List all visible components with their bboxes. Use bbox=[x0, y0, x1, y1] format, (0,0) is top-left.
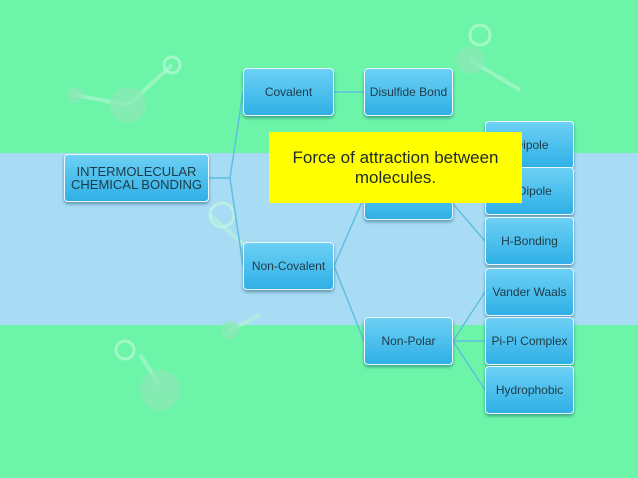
root-node-label: INTERMOLECULAR CHEMICAL BONDING bbox=[71, 164, 202, 192]
node-h-bonding-label: H-Bonding bbox=[501, 233, 558, 248]
tooltip-text: Force of attraction between molecules. bbox=[292, 147, 499, 187]
node-vander-waals[interactable]: Vander Waals bbox=[485, 268, 574, 316]
node-hydrophobic[interactable]: Hydrophobic bbox=[485, 366, 574, 414]
node-covalent[interactable]: Covalent bbox=[243, 68, 334, 116]
root-node-intermolecular-bonding[interactable]: INTERMOLECULAR CHEMICAL BONDING bbox=[64, 154, 209, 202]
node-vander-waals-label: Vander Waals bbox=[492, 284, 567, 299]
definition-tooltip: Force of attraction between molecules. bbox=[269, 132, 522, 203]
node-non-polar[interactable]: Non-Polar bbox=[364, 317, 453, 365]
node-disulfide-bond[interactable]: Disulfide Bond bbox=[364, 68, 453, 116]
node-pi-pi-complex-label: Pi-Pi Complex bbox=[491, 333, 568, 348]
node-non-polar-label: Non-Polar bbox=[381, 333, 436, 348]
node-non-covalent[interactable]: Non-Covalent bbox=[243, 242, 334, 290]
node-hydrophobic-label: Hydrophobic bbox=[495, 382, 564, 397]
node-pi-pi-complex[interactable]: Pi-Pi Complex bbox=[485, 317, 574, 365]
node-h-bonding[interactable]: H-Bonding bbox=[485, 217, 574, 265]
node-disulfide-bond-label: Disulfide Bond bbox=[369, 84, 448, 99]
node-covalent-label: Covalent bbox=[264, 84, 313, 99]
node-non-covalent-label: Non-Covalent bbox=[251, 258, 326, 273]
